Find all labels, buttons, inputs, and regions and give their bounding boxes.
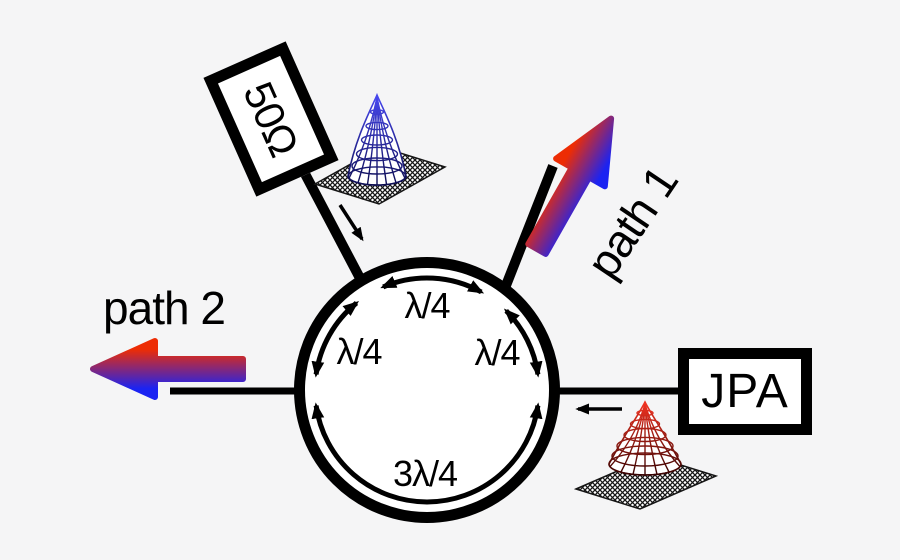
flow-arrow-50ohm-icon xyxy=(338,204,364,242)
ring-arc-bottom xyxy=(311,402,543,505)
port-line-path1 xyxy=(500,164,558,290)
ring-segment-label-top: λ/4 xyxy=(404,285,450,326)
ring-arc-top xyxy=(380,275,485,295)
resistor-label: 50Ω xyxy=(234,74,309,163)
ring-segment-label-left: λ/4 xyxy=(336,331,382,372)
gaussian-mesh-blue xyxy=(313,92,447,205)
ink-layer xyxy=(170,164,682,523)
ring-arc-left xyxy=(311,300,359,378)
ring-segment-label-right: λ/4 xyxy=(474,332,520,373)
ring-arc-right xyxy=(503,308,543,378)
bell-wireframe-red xyxy=(608,403,682,476)
path2-gradient-arrow-icon xyxy=(90,338,246,400)
bell-wireframe-blue xyxy=(347,96,407,186)
ring-segment-label-bottom: 3λ/4 xyxy=(392,453,458,494)
port-line-50ohm xyxy=(298,167,367,285)
jpa-box: JPA xyxy=(678,348,812,435)
path2-label: path 2 xyxy=(103,282,226,334)
gaussian-mesh-red xyxy=(573,400,719,510)
path1-gradient-arrow-icon xyxy=(525,115,615,257)
jpa-label: JPA xyxy=(701,365,789,418)
ring-outer-circle xyxy=(294,257,560,523)
